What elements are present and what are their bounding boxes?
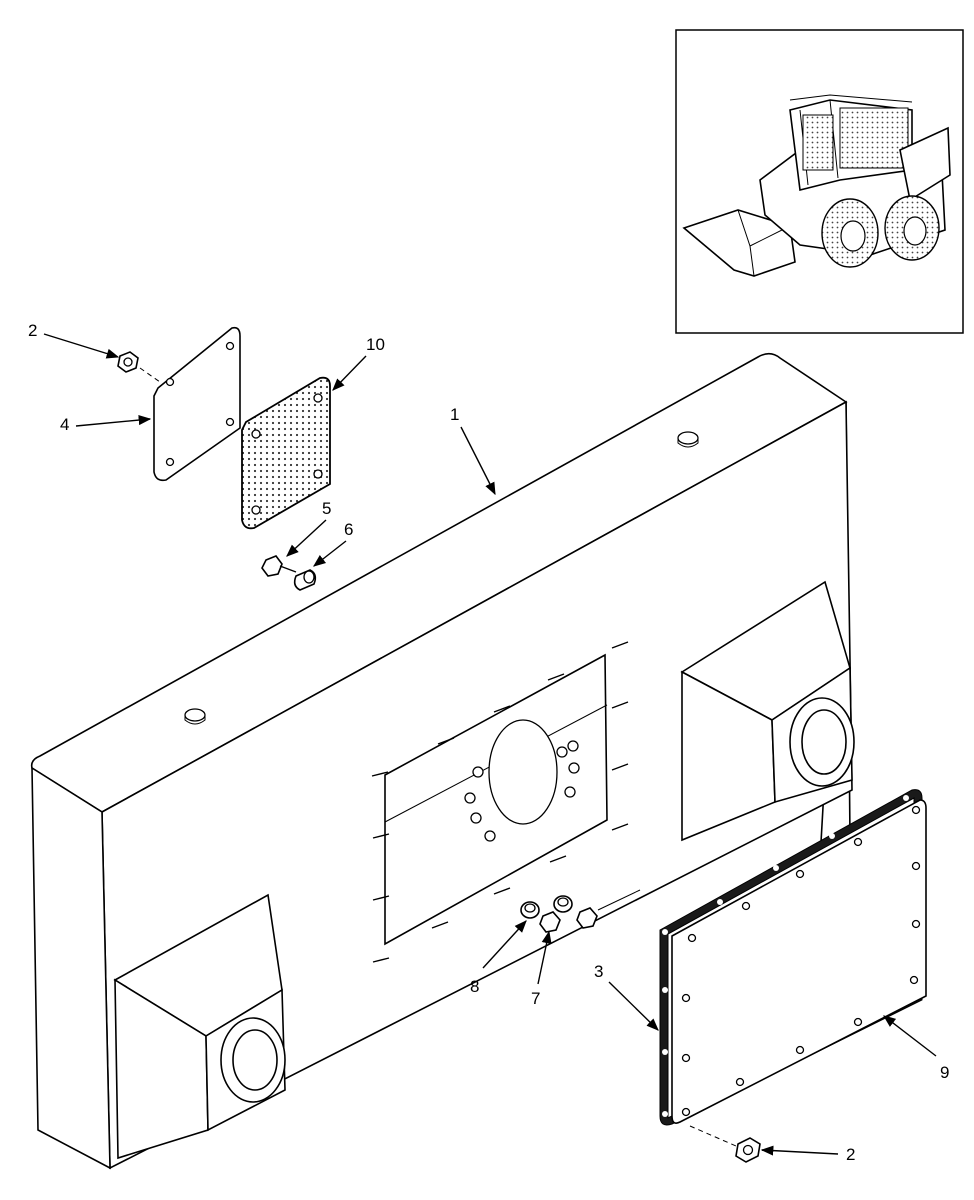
callout-2-top: 2 [28,321,37,340]
plate-bolt-holes [681,805,921,1117]
callout-10: 10 [366,335,385,354]
nut-2-bottom [689,1125,761,1163]
leader-lines [43,333,937,1156]
callout-9: 9 [940,1063,949,1082]
callout-6: 6 [344,520,353,539]
nut-2-top [117,351,161,383]
top-cap-right [677,431,699,448]
left-outlet-housing [113,893,286,1160]
cover-plate-4 [153,326,241,482]
opening-studs [371,641,629,963]
callout-3: 3 [594,962,603,981]
callout-7: 7 [531,989,540,1008]
inset-loader-view [675,29,964,334]
gasket-bolt-holes [662,795,909,1117]
callout-1: 1 [450,405,459,424]
spacer-6 [293,569,317,591]
top-cap-left [184,708,206,725]
callout-labels: 2 4 10 1 5 6 8 7 3 9 2 [28,321,949,1164]
right-outlet-housing [680,580,855,842]
opening-bolt-holes [464,740,580,842]
gasket-10 [241,376,331,530]
callout-8: 8 [470,977,479,996]
callout-4: 4 [60,415,69,434]
bolt-5 [261,555,297,577]
center-access-opening [371,641,629,963]
callout-2-bottom: 2 [846,1145,855,1164]
access-plate-9 [662,795,927,1124]
fitting-8 [520,895,573,919]
fitting-7 [539,889,641,933]
callout-5: 5 [322,499,331,518]
